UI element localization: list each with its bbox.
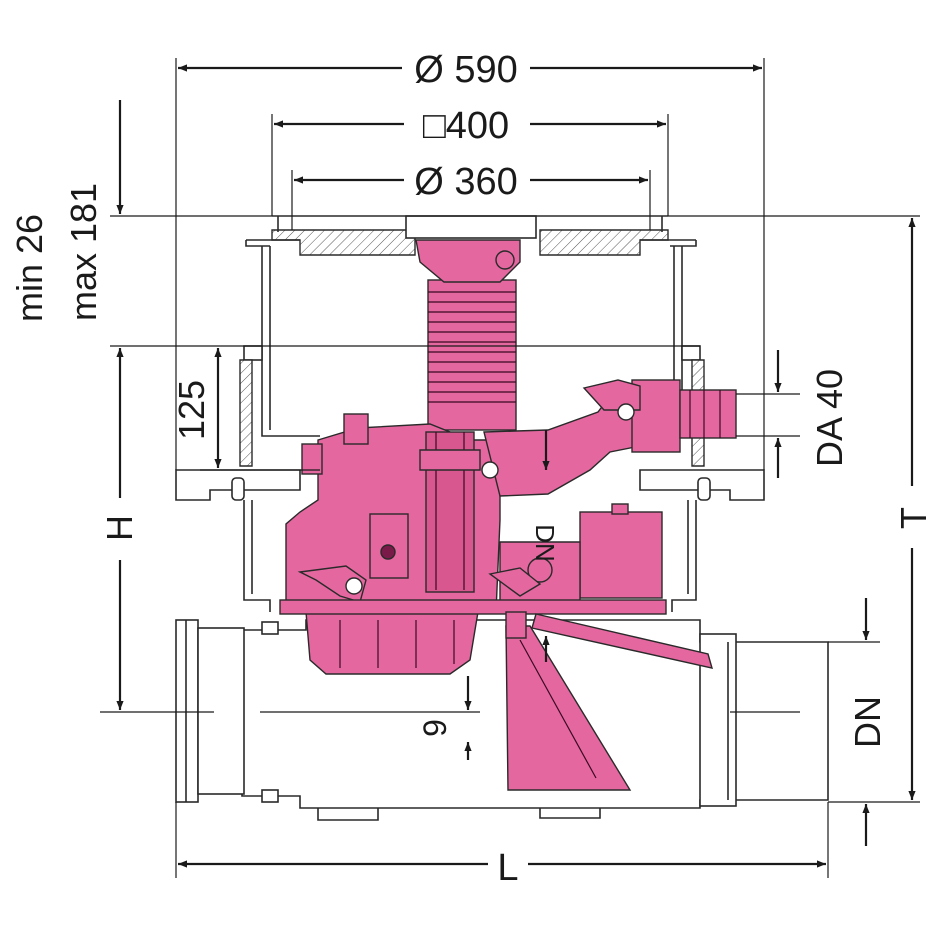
separator-plate: [279, 599, 667, 615]
actuator-box: [579, 511, 663, 599]
left-collar-hatch: [239, 359, 253, 467]
grate-insert: [405, 215, 537, 239]
sediment-bowl: [305, 611, 479, 675]
grate-frame-right: [539, 229, 669, 256]
dimension-labels: Ø 590 □400 Ø 360 min 26 max 181 125 H T …: [9, 49, 934, 889]
label-max-181: max 181: [63, 183, 104, 321]
trap-assembly: [279, 239, 737, 791]
label-diameter-590: Ø 590: [414, 49, 518, 91]
label-DA-40: DA 40: [809, 369, 850, 467]
label-T: T: [893, 507, 934, 529]
label-125: 125: [171, 380, 212, 440]
label-square-400: □400: [423, 105, 509, 147]
label-DN-inner: DN: [530, 524, 560, 562]
label-L: L: [497, 847, 518, 889]
label-diameter-360: Ø 360: [414, 161, 518, 203]
label-DN-right: DN: [847, 696, 888, 748]
lower-body: [243, 500, 697, 612]
dimension-lines: [116, 64, 916, 868]
grate-frame-left: [271, 229, 416, 256]
extension-lines: [100, 58, 920, 878]
label-min-26: min 26: [9, 214, 50, 322]
label-H: H: [99, 515, 140, 541]
pipe-socket-left: [175, 619, 199, 803]
grate-funnel: [415, 239, 521, 283]
label-9: 9: [417, 719, 453, 737]
